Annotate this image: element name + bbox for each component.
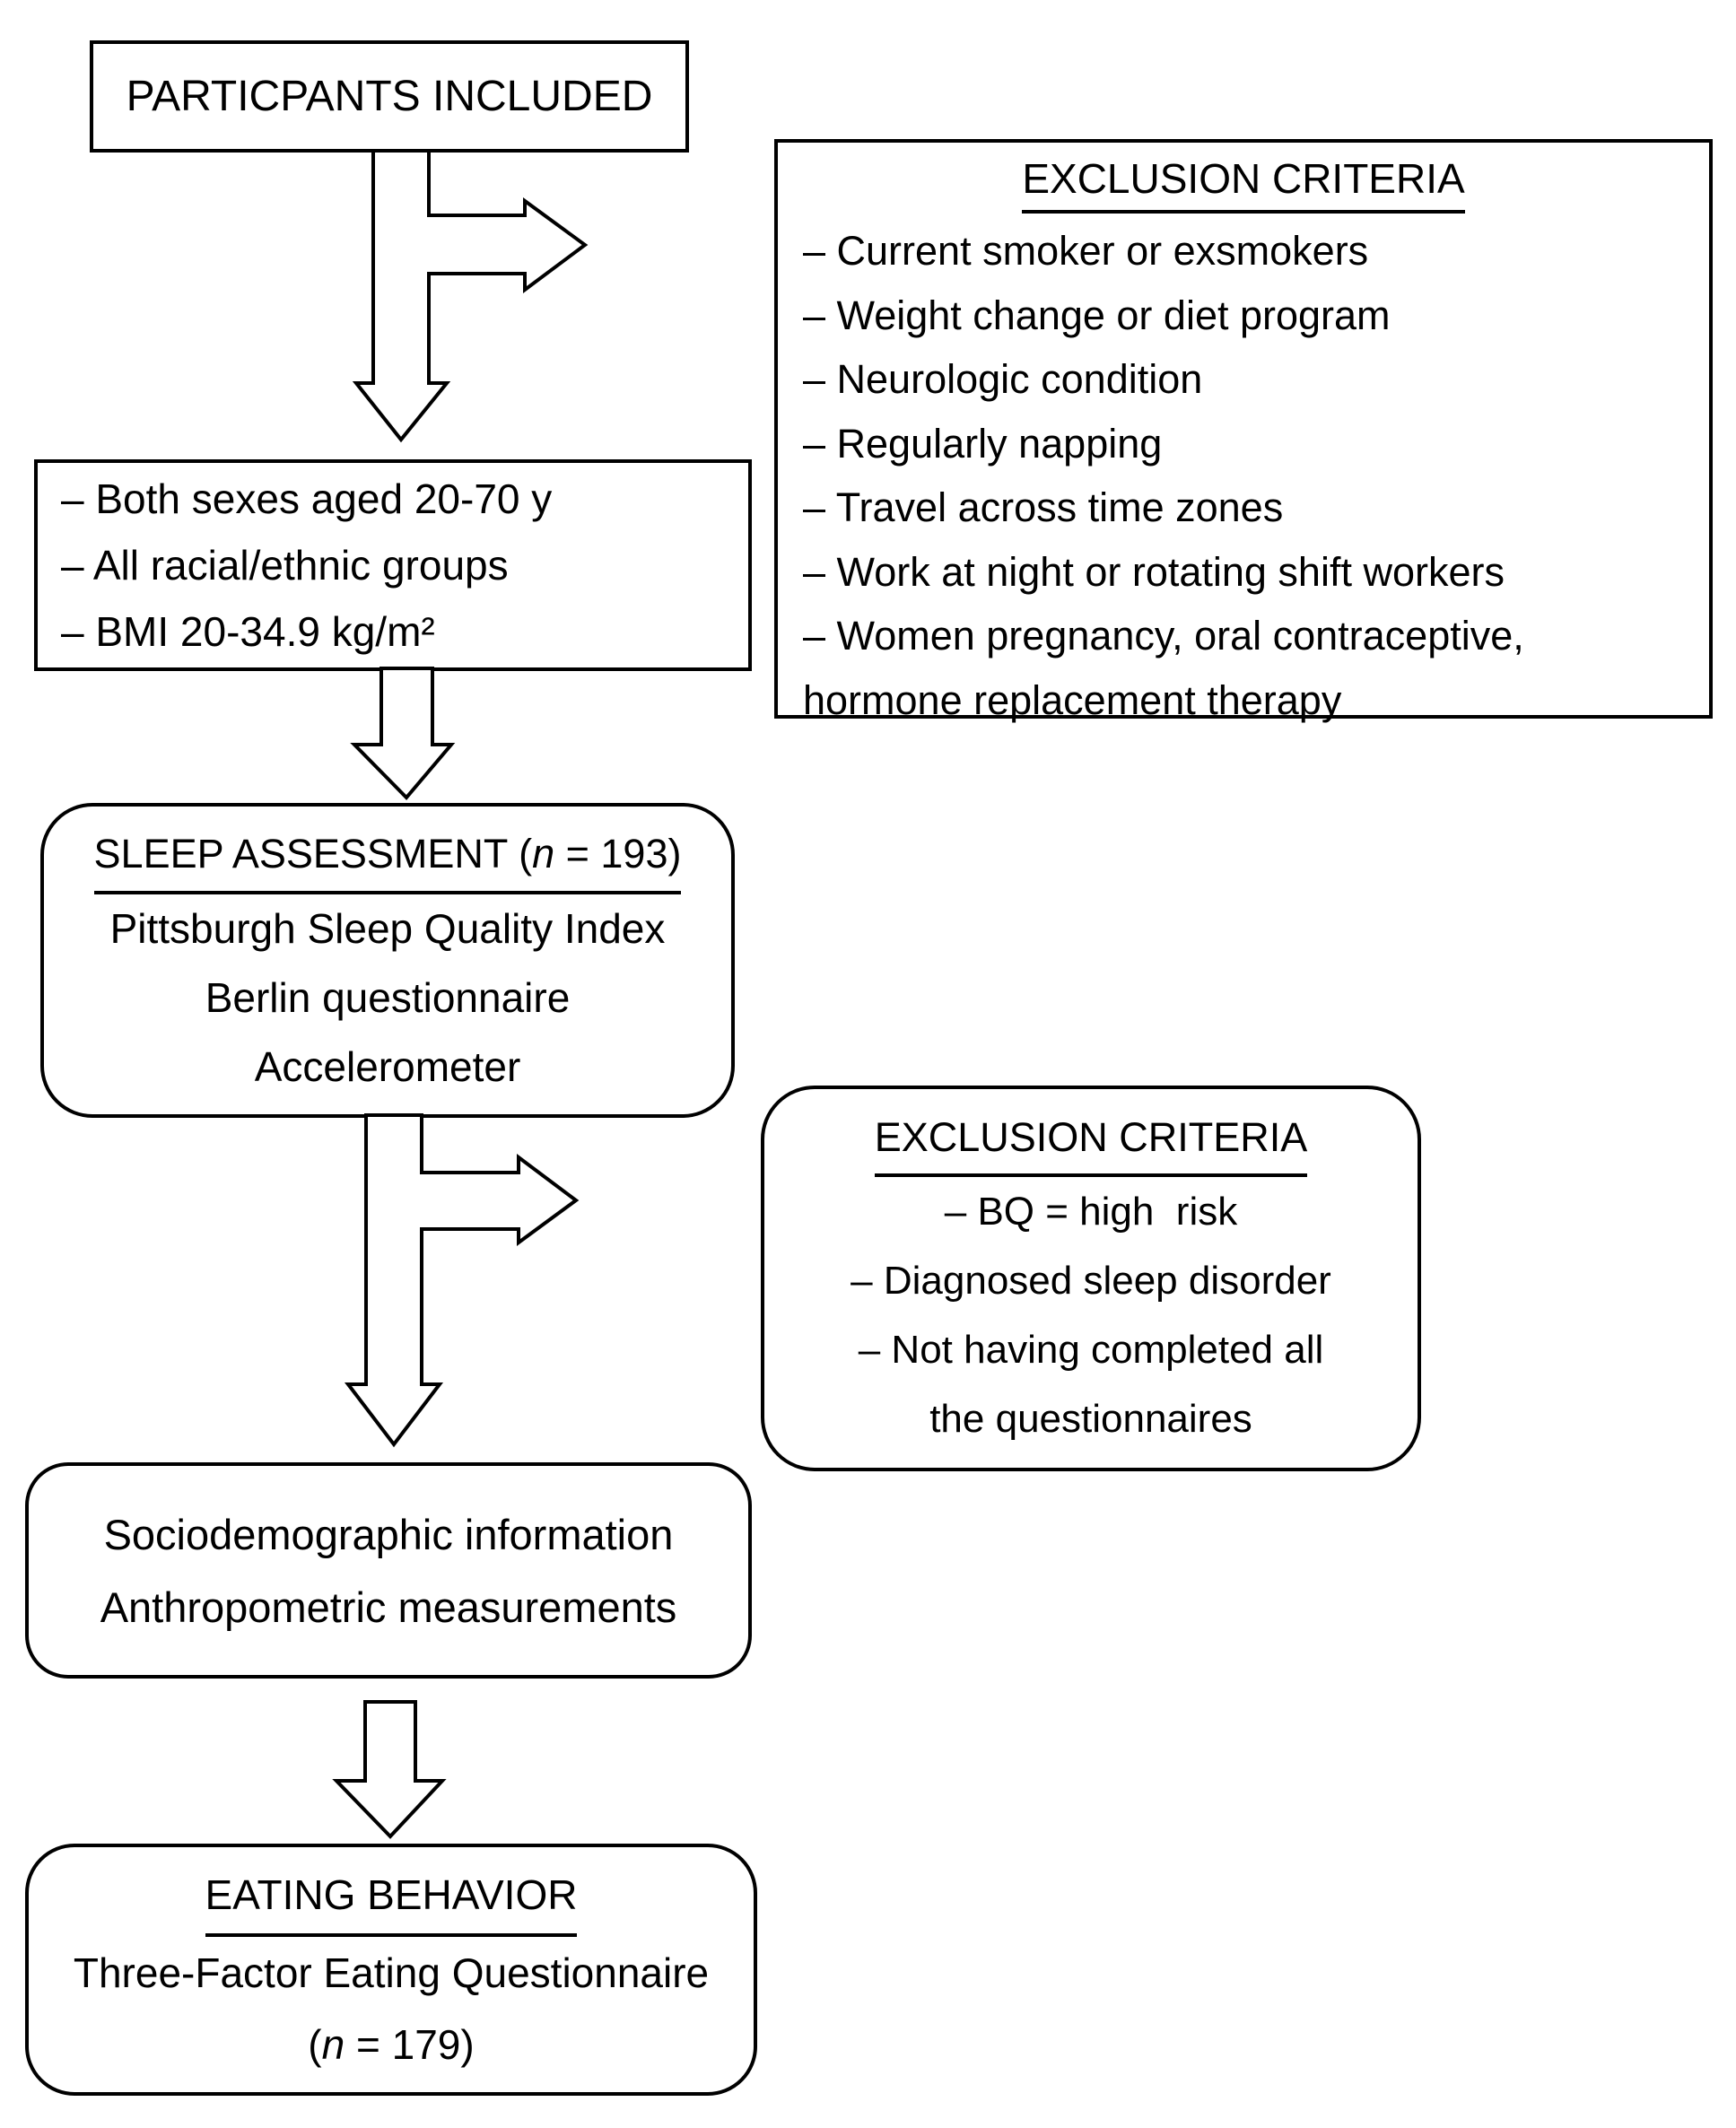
exclusion-mid-title: EXCLUSION CRITERIA (874, 1104, 1308, 1177)
branch-arrow-down-right-icon (352, 149, 589, 443)
sleep-line: Accelerometer (254, 1042, 521, 1090)
sleep-line: Berlin questionnaire (205, 973, 571, 1021)
exclusion-top-item-wrap: hormone replacement therapy (803, 676, 1342, 723)
exclusion-criteria-box-middle: EXCLUSION CRITERIA – BQ = high risk – Di… (761, 1086, 1421, 1471)
eligibility-item: – Both sexes aged 20-70 y (61, 475, 553, 522)
exclusion-top-item: – Regularly napping (803, 420, 1163, 467)
eating-line: Three-Factor Eating Questionnaire (73, 1949, 710, 1996)
down-arrow-icon (332, 1700, 447, 1839)
exclusion-top-title: EXCLUSION CRITERIA (1022, 150, 1465, 214)
socio-line: Sociodemographic information (103, 1510, 674, 1558)
exclusion-mid-item: – Not having completed all (858, 1327, 1324, 1372)
eating-title: EATING BEHAVIOR (205, 1859, 578, 1937)
sleep-heading: SLEEP ASSESSMENT (n = 193) (93, 820, 682, 894)
eating-behavior-box: EATING BEHAVIOR Three-Factor Eating Ques… (25, 1844, 757, 2096)
exclusion-criteria-box-top: EXCLUSION CRITERIA – Current smoker or e… (774, 139, 1713, 723)
exclusion-top-item: – Current smoker or exsmokers (803, 228, 1369, 274)
socio-line: Anthropometric measurements (100, 1583, 677, 1631)
eating-count: (n = 179) (308, 2021, 475, 2068)
participants-title: PARTICPANTS INCLUDED (126, 73, 653, 120)
sociodemographic-box: Sociodemographic information Anthropomet… (25, 1462, 752, 1679)
exclusion-mid-item: – BQ = high risk (944, 1189, 1238, 1234)
sleep-line: Pittsburgh Sleep Quality Index (109, 904, 666, 952)
exclusion-top-item: – Neurologic condition (803, 356, 1203, 402)
eligibility-item: – BMI 20-34.9 kg/m² (61, 608, 435, 655)
exclusion-top-item: – Work at night or rotating shift worker… (803, 548, 1505, 595)
eating-heading: EATING BEHAVIOR (205, 1859, 578, 1937)
sleep-title: SLEEP ASSESSMENT (n = 193) (93, 820, 682, 894)
exclusion-top-item: – Women pregnancy, oral contraceptive, (803, 613, 1524, 658)
participants-included-box: PARTICPANTS INCLUDED (90, 40, 689, 153)
eligibility-criteria-box: – Both sexes aged 20-70 y – All racial/e… (34, 459, 752, 671)
sleep-assessment-box: SLEEP ASSESSMENT (n = 193) Pittsburgh Sl… (40, 803, 735, 1118)
exclusion-mid-item: – Diagnosed sleep disorder (851, 1258, 1331, 1303)
exclusion-top-item: – Travel across time zones (803, 484, 1284, 530)
exclusion-mid-item-wrap: the questionnaires (929, 1396, 1252, 1441)
eligibility-item: – All racial/ethnic groups (61, 542, 509, 589)
branch-arrow-down-right-icon (344, 1113, 580, 1448)
exclusion-mid-heading: EXCLUSION CRITERIA (874, 1104, 1308, 1177)
exclusion-top-heading: EXCLUSION CRITERIA (803, 150, 1684, 214)
exclusion-top-item: – Weight change or diet program (803, 292, 1391, 338)
down-arrow-icon (350, 667, 456, 800)
